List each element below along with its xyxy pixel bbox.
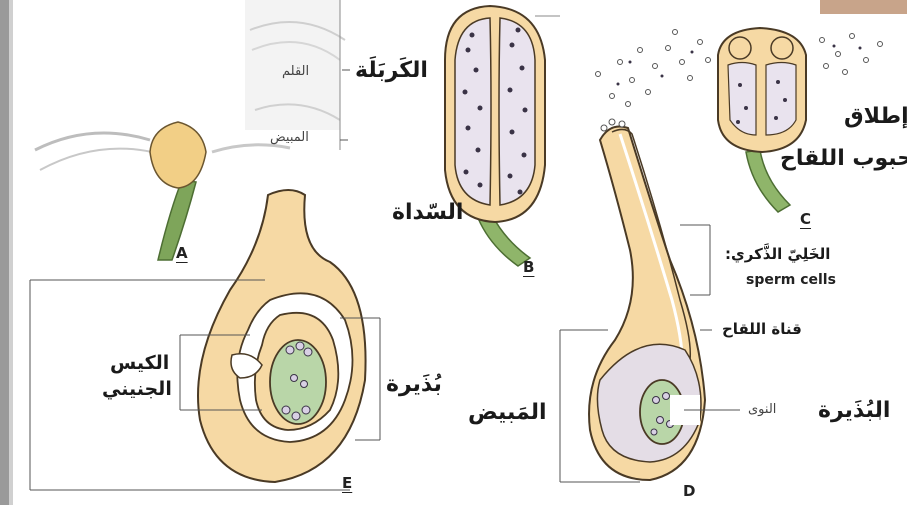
label-ovary-d: المَبيض xyxy=(468,400,547,425)
label-carpel: الكَربَلَة xyxy=(355,58,428,83)
label-pollen-tube: قناة اللقاح xyxy=(722,320,802,338)
corner-decoration xyxy=(820,0,907,14)
panel-a-flower xyxy=(35,122,290,260)
panel-d-pollen-tube-ovary xyxy=(589,119,705,480)
left-border xyxy=(0,0,9,505)
label-nuclei: النوى xyxy=(748,402,776,417)
panel-b-anther xyxy=(445,6,560,266)
label-anther: السّداة xyxy=(392,200,463,225)
label-embryo-sac-1: الكيس xyxy=(110,352,169,374)
label-embryo-sac-2: الجنيني xyxy=(102,378,172,400)
panel-tag-c: C xyxy=(800,210,811,228)
panel-tag-e: E xyxy=(342,474,352,492)
label-ovule-e: بُذَيرة xyxy=(386,372,442,397)
label-sperm-cells-en: sperm cells xyxy=(746,272,836,288)
panel-tag-a: A xyxy=(176,244,188,262)
left-border-light xyxy=(9,0,13,505)
label-pollen-release-2: حبوب اللقاح xyxy=(780,146,907,171)
label-sperm-cells-ar: الخَلِيّ الذَّكري: xyxy=(725,245,830,263)
label-style: القلم xyxy=(282,64,309,79)
panel-e-ovule xyxy=(198,190,366,482)
label-pollen-release-1: إطلاق xyxy=(844,104,907,129)
panel-tag-b: B xyxy=(523,258,534,276)
label-ovule-d: البُذَيرة xyxy=(818,398,890,423)
label-ovary-small: المبيض xyxy=(270,130,309,145)
panel-tag-d: D xyxy=(683,482,695,500)
